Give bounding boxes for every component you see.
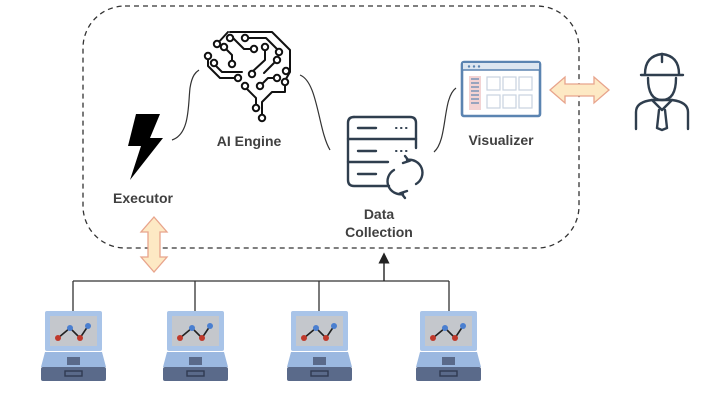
connector-ai-data [299, 74, 331, 151]
connector-data-visualizer [433, 87, 457, 153]
data-collection-label-line1: Data [363, 206, 395, 222]
double-arrow-horizontal [549, 75, 610, 105]
laptop-chart-icon [415, 310, 482, 382]
laptop-chart-icon [40, 310, 107, 382]
executor-label: Executor [113, 190, 173, 206]
dashboard-window-icon [460, 60, 542, 118]
connector-executor-ai [171, 69, 200, 141]
visualizer-label: Visualizer [468, 132, 534, 148]
server-sync-icon [346, 115, 424, 200]
device-bus [72, 280, 450, 311]
data-collection-label-line2: Collection [345, 224, 413, 240]
ai-engine-label: AI Engine [216, 133, 282, 149]
laptop-chart-icon [286, 310, 353, 382]
lightning-bolt-icon [128, 114, 163, 180]
circuit-brain-icon [203, 31, 291, 123]
double-arrow-vertical [139, 216, 169, 273]
system-boundary [82, 5, 580, 249]
laptop-chart-icon [162, 310, 229, 382]
engineer-hardhat-icon [634, 52, 690, 132]
